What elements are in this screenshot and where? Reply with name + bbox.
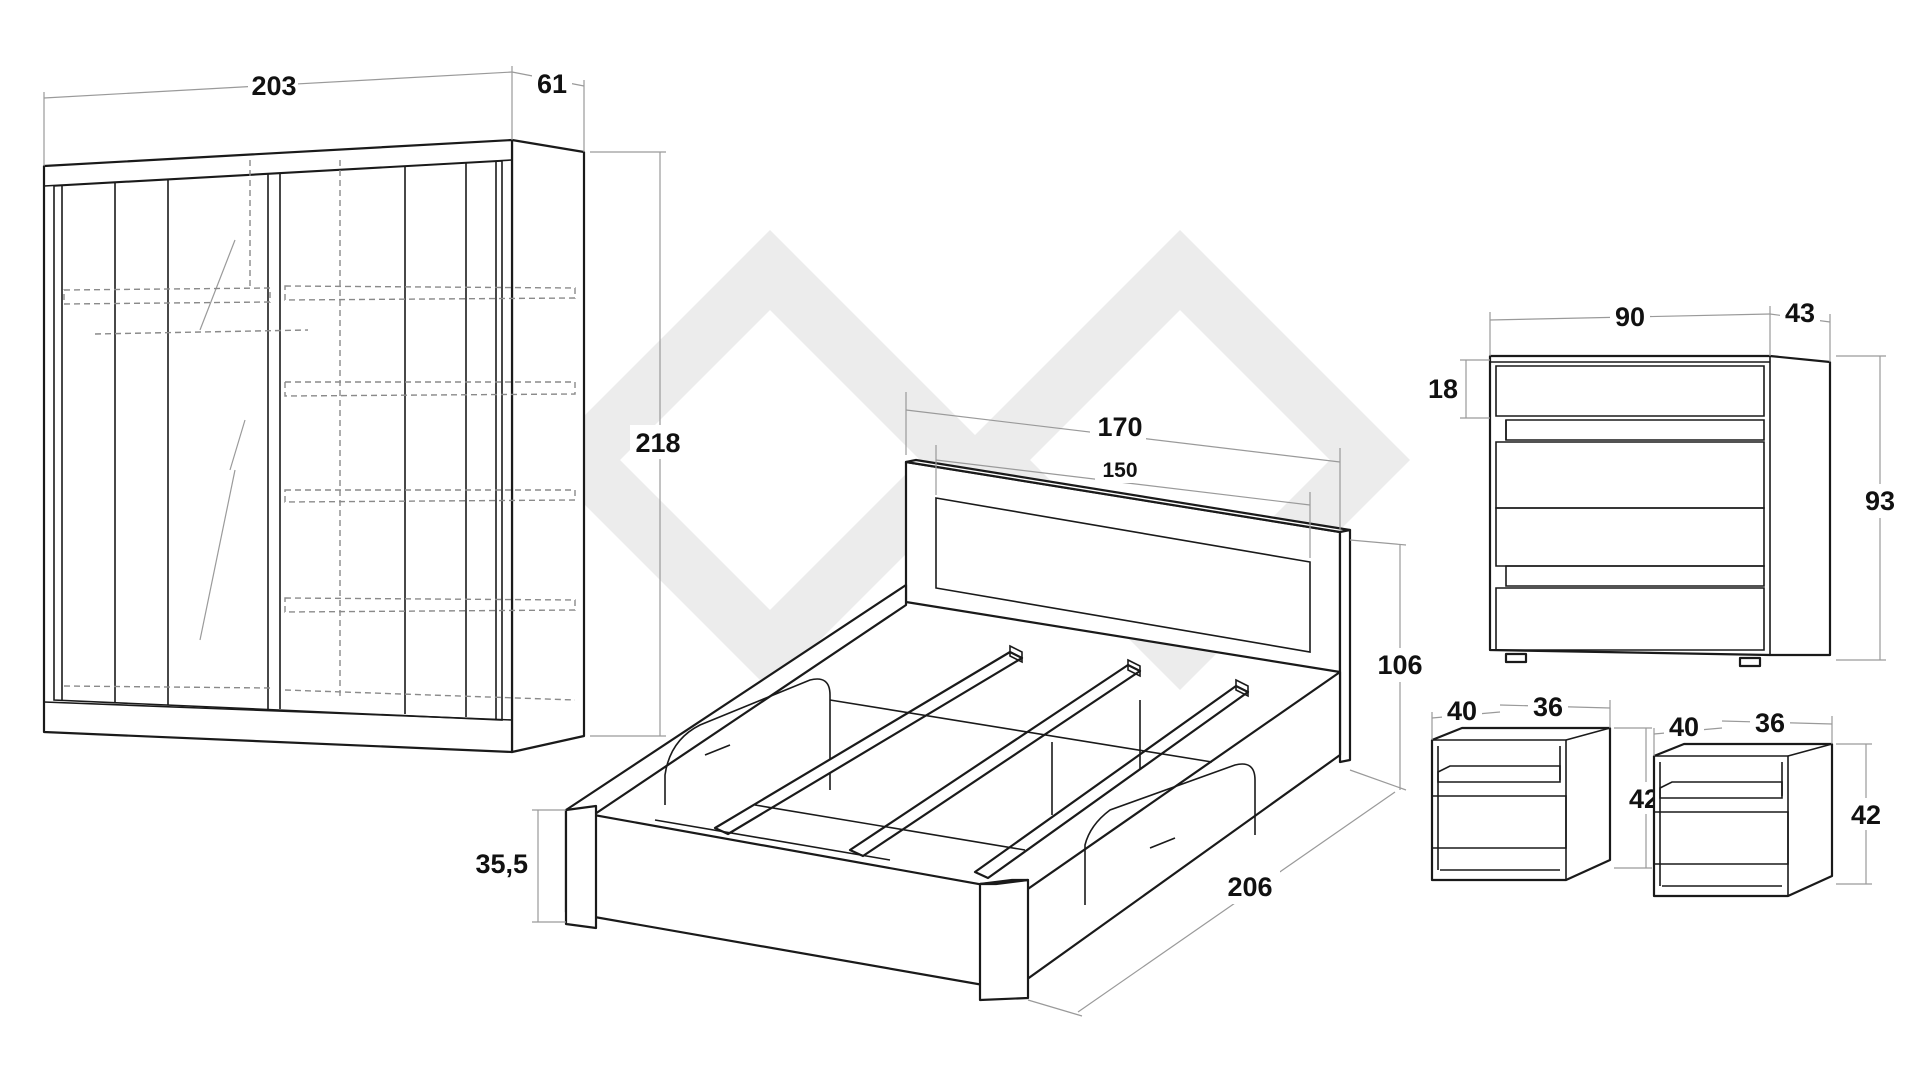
chest-width-label: 90 <box>1615 302 1645 332</box>
nightstand-left-drawing <box>1430 726 1612 882</box>
bed-frame-height-label: 35,5 <box>475 849 528 879</box>
bed-headboard-height-label: 106 <box>1377 650 1422 680</box>
nightstand-right-depth-label: 36 <box>1755 708 1785 738</box>
nightstand-right-drawing <box>1652 742 1834 898</box>
nightstand-right-height-label: 42 <box>1851 800 1881 830</box>
bed-outer-width-label: 170 <box>1097 412 1142 442</box>
chest-height-label: 93 <box>1865 486 1895 516</box>
wardrobe-drawing <box>42 138 586 754</box>
nightstand-left-depth-label: 36 <box>1533 692 1563 722</box>
chest-drawing <box>1488 354 1832 668</box>
bed-drawing <box>564 458 1352 1002</box>
wardrobe-height-label: 218 <box>635 428 680 458</box>
nightstand-right-width-label: 40 <box>1669 712 1699 742</box>
nightstand-left-width-label: 40 <box>1447 696 1477 726</box>
bed-length-label: 206 <box>1227 872 1272 902</box>
wardrobe-width-label: 203 <box>251 71 296 101</box>
wardrobe-depth-label: 61 <box>537 69 567 99</box>
chest-drawer-height-label: 18 <box>1428 374 1458 404</box>
chest-depth-label: 43 <box>1785 298 1815 328</box>
bed-mattress-width-label: 150 <box>1102 459 1137 482</box>
